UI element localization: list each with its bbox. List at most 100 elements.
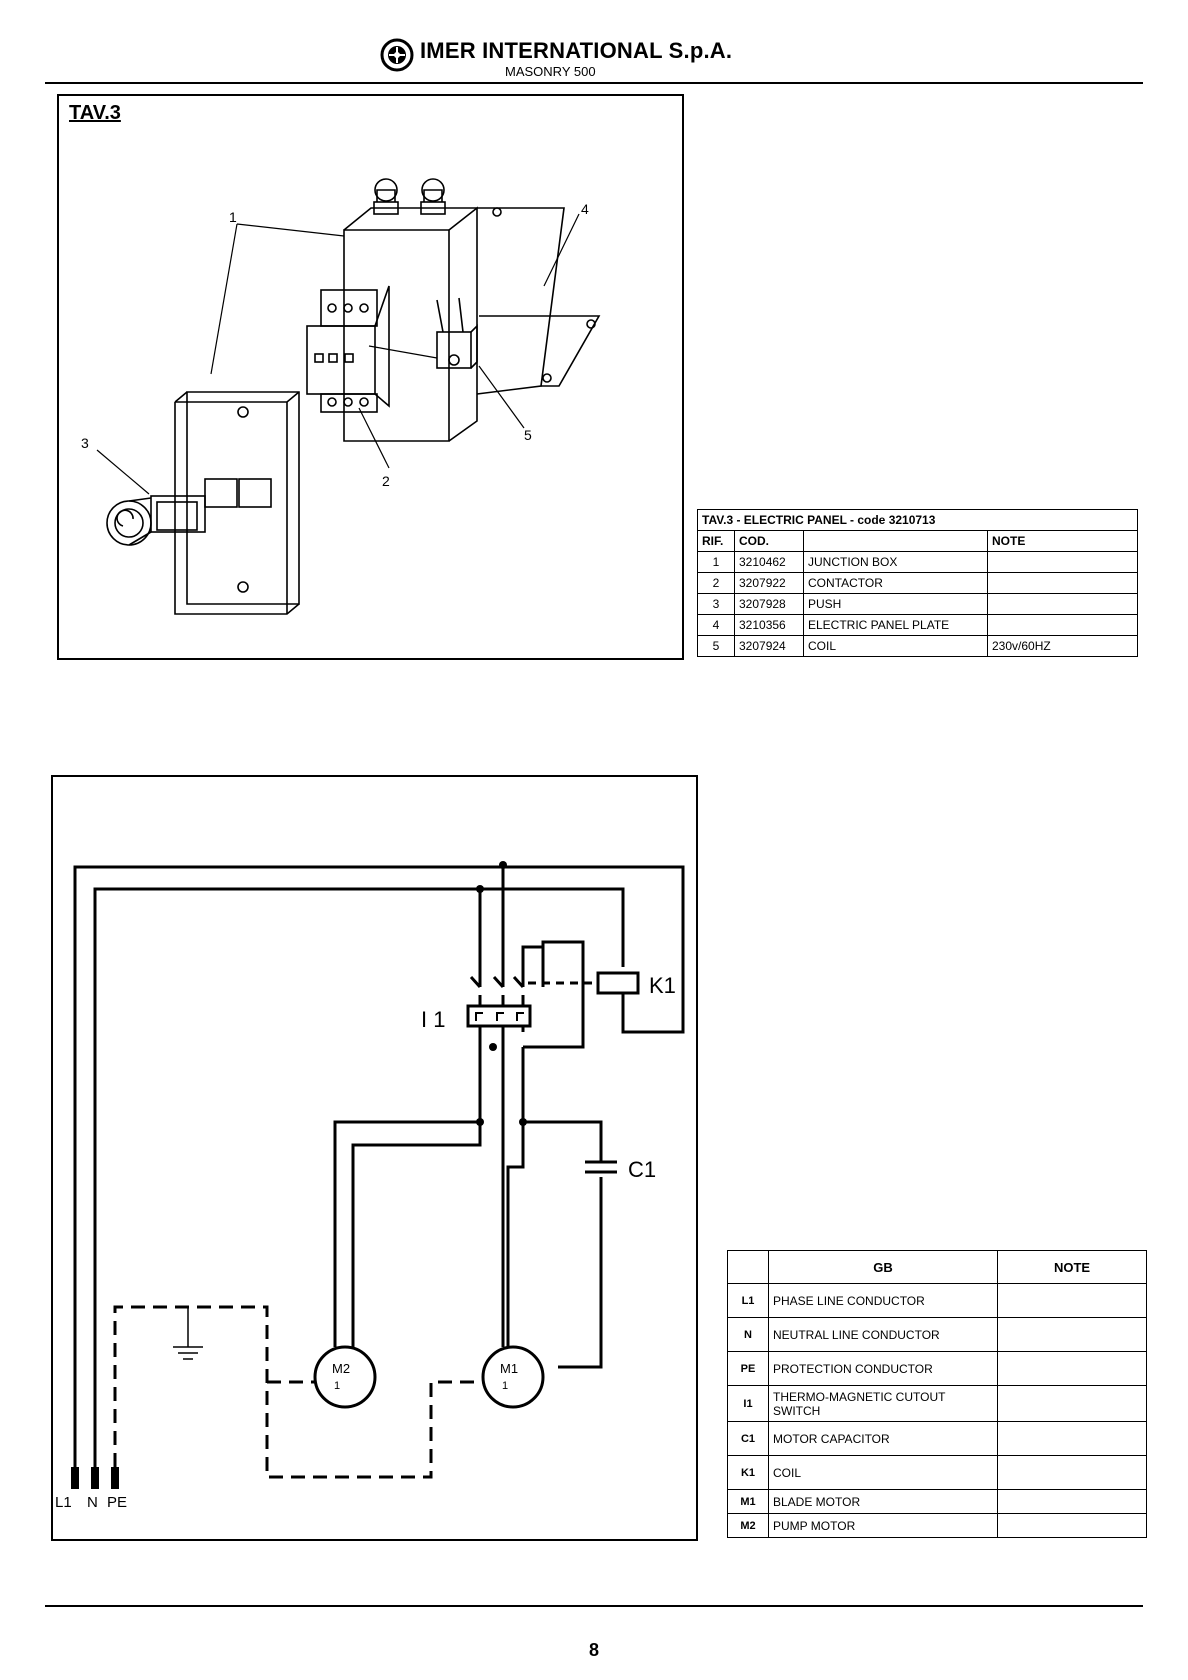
page-number: 8 [588, 1640, 599, 1660]
legend-sym: I1 [727, 1385, 769, 1422]
drawing-label: TAV.3 [69, 102, 121, 124]
callout-1: 1 [229, 209, 237, 225]
legend-desc: THERMO-MAGNETIC CUTOUT SWITCH [768, 1385, 998, 1422]
legend-desc: COIL [768, 1455, 998, 1490]
label-i1: I 1 [421, 1007, 445, 1032]
legend-sym: M1 [727, 1489, 769, 1514]
wiring-schematic: K1 I 1 C1 M2 1 M1 1 L1 N PE [55, 861, 685, 1511]
page-header: IMER INTERNATIONAL S.p.A. MASONRY 500 [45, 34, 1143, 84]
row-rif: 3 [697, 593, 735, 615]
brand-name: IMER INTERNATIONAL S.p.A. [420, 38, 733, 63]
footer-divider [45, 1605, 1143, 1607]
table-row: M2 PUMP MOTOR [727, 1513, 1147, 1538]
row-cod: 3210462 [734, 551, 804, 573]
header-cod: COD. [734, 530, 804, 552]
row-note [987, 614, 1138, 636]
legend-header: GB NOTE [727, 1250, 1147, 1284]
legend-sym: M2 [727, 1513, 769, 1538]
row-desc: PUSH [803, 593, 988, 615]
legend-note [997, 1317, 1147, 1352]
table-row: PE PROTECTION CONDUCTOR [727, 1351, 1147, 1386]
table-row: L1 PHASE LINE CONDUCTOR [727, 1283, 1147, 1318]
legend-desc: MOTOR CAPACITOR [768, 1421, 998, 1456]
electric-panel-drawing: 1 2 3 4 5 [81, 178, 601, 615]
row-note: 230v/60HZ [987, 635, 1138, 657]
label-c1: C1 [628, 1157, 656, 1182]
parts-table-header: RIF. COD. NOTE [697, 530, 1138, 552]
legend-note [997, 1455, 1147, 1490]
wiring-diagram: K1 I 1 C1 M2 1 M1 1 L1 N PE [51, 775, 698, 1541]
parts-table-caption-row: TAV.3 - ELECTRIC PANEL - code 3210713 [697, 509, 1138, 531]
legend-sym: L1 [727, 1283, 769, 1318]
callout-2: 2 [382, 473, 390, 489]
header-rif: RIF. [697, 530, 735, 552]
header-note: NOTE [987, 530, 1138, 552]
row-desc: ELECTRIC PANEL PLATE [803, 614, 988, 636]
legend-note [997, 1489, 1147, 1514]
imer-logo-icon [380, 38, 414, 72]
row-desc: CONTACTOR [803, 572, 988, 594]
table-row: K1 COIL [727, 1455, 1147, 1490]
callout-3: 3 [81, 435, 89, 451]
table-row: M1 BLADE MOTOR [727, 1489, 1147, 1514]
parts-table-caption: TAV.3 - ELECTRIC PANEL - code 3210713 [697, 509, 1138, 531]
table-row: N NEUTRAL LINE CONDUCTOR [727, 1317, 1147, 1352]
callout-4: 4 [581, 201, 589, 217]
legend-header-note: NOTE [997, 1250, 1147, 1284]
legend-sym: PE [727, 1351, 769, 1386]
legend-note [997, 1351, 1147, 1386]
motor-m1-symbol [481, 1345, 545, 1409]
legend-note [997, 1283, 1147, 1318]
row-note [987, 593, 1138, 615]
motor-m2-symbol [313, 1345, 377, 1409]
table-row: 3 3207928 PUSH [697, 593, 1138, 615]
legend-desc: PUMP MOTOR [768, 1513, 998, 1538]
legend-note [997, 1385, 1147, 1422]
row-note [987, 551, 1138, 573]
row-rif: 5 [697, 635, 735, 657]
row-rif: 1 [697, 551, 735, 573]
legend-sym: N [727, 1317, 769, 1352]
model-name: MASONRY 500 [505, 64, 596, 79]
label-m1: M1 [500, 1361, 518, 1376]
label-m1-phase: 1 [502, 1380, 508, 1392]
thermal-switch-block [466, 1004, 532, 1028]
parts-table: TAV.3 - ELECTRIC PANEL - code 3210713 RI… [697, 509, 1138, 657]
header-desc [803, 530, 988, 552]
table-row: 2 3207922 CONTACTOR [697, 572, 1138, 594]
legend-sym: C1 [727, 1421, 769, 1456]
callout-5: 5 [524, 427, 532, 443]
table-row: 5 3207924 COIL 230v/60HZ [697, 635, 1138, 657]
row-cod: 3210356 [734, 614, 804, 636]
legend-note [997, 1421, 1147, 1456]
coil-k1-symbol [596, 971, 640, 995]
legend-desc: PHASE LINE CONDUCTOR [768, 1283, 998, 1318]
label-pe: PE [107, 1494, 127, 1511]
row-note [987, 572, 1138, 594]
row-desc: JUNCTION BOX [803, 551, 988, 573]
row-cod: 3207928 [734, 593, 804, 615]
legend-desc: BLADE MOTOR [768, 1489, 998, 1514]
row-rif: 2 [697, 572, 735, 594]
label-m2-phase: 1 [334, 1380, 340, 1392]
row-cod: 3207922 [734, 572, 804, 594]
label-n: N [87, 1494, 98, 1511]
table-row: 4 3210356 ELECTRIC PANEL PLATE [697, 614, 1138, 636]
table-row: C1 MOTOR CAPACITOR [727, 1421, 1147, 1456]
exploded-drawing: TAV.3 [57, 94, 684, 660]
row-desc: COIL [803, 635, 988, 657]
legend-sym: K1 [727, 1455, 769, 1490]
legend-desc: PROTECTION CONDUCTOR [768, 1351, 998, 1386]
row-cod: 3207924 [734, 635, 804, 657]
label-m2: M2 [332, 1361, 350, 1376]
label-l1: L1 [55, 1494, 72, 1511]
table-row: I1 THERMO-MAGNETIC CUTOUT SWITCH [727, 1385, 1147, 1422]
legend-desc: NEUTRAL LINE CONDUCTOR [768, 1317, 998, 1352]
legend-header-sym [727, 1250, 769, 1284]
legend-note [997, 1513, 1147, 1538]
header-divider [45, 82, 1143, 84]
label-k1: K1 [649, 973, 676, 998]
row-rif: 4 [697, 614, 735, 636]
legend-table: GB NOTE L1 PHASE LINE CONDUCTOR N NEUTRA… [727, 1250, 1147, 1538]
legend-header-gb: GB [768, 1250, 998, 1284]
